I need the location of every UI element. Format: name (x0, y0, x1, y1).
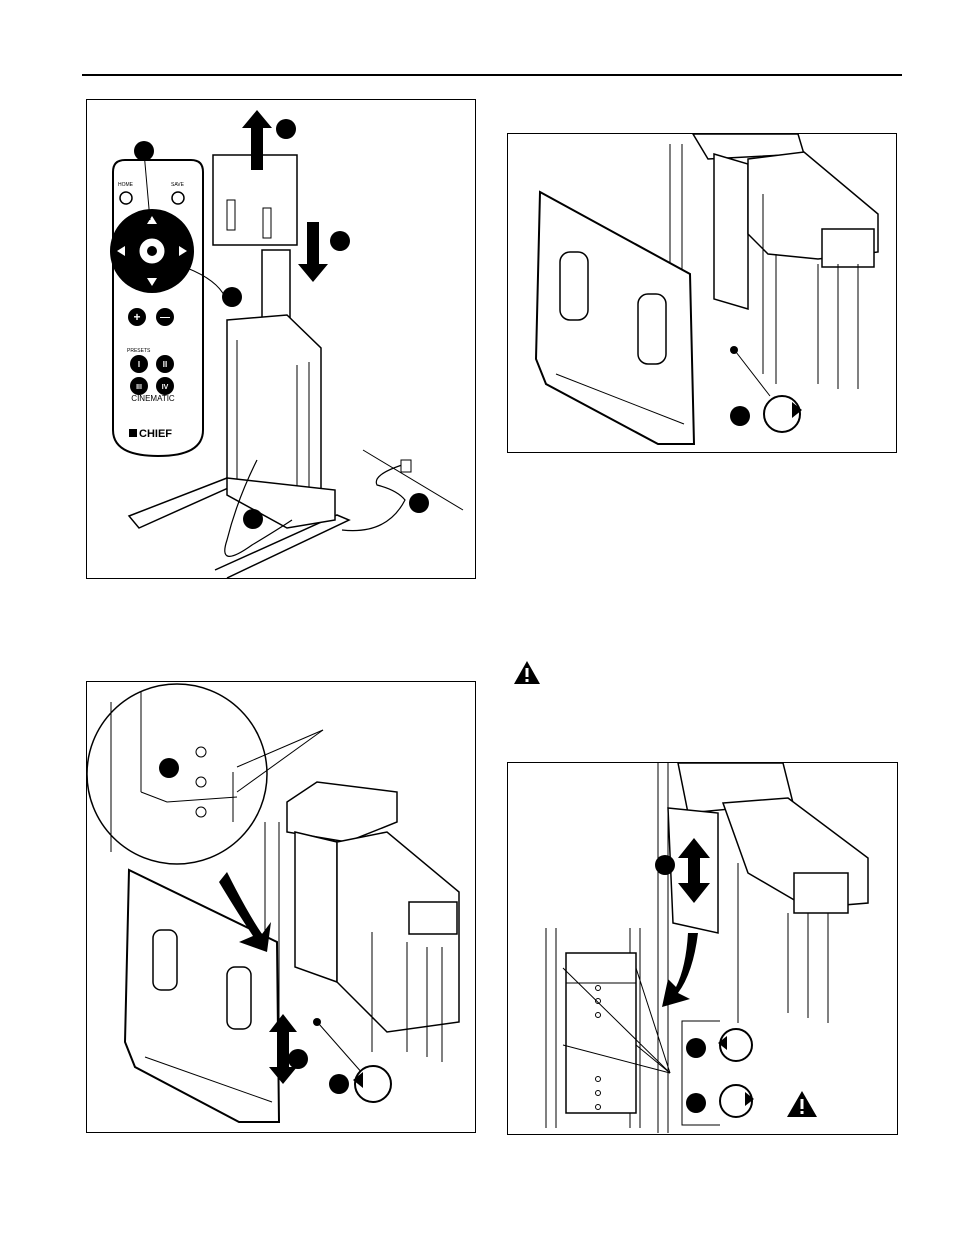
warning-icon (513, 660, 541, 685)
arrow-down-icon (298, 222, 328, 282)
preset-1-label: I (138, 360, 140, 369)
callout-detail (159, 758, 179, 778)
callout-2 (222, 287, 242, 307)
callout-10 (655, 855, 675, 875)
curved-arrow-icon (662, 933, 698, 1007)
plus-label: + (133, 310, 140, 324)
callout-3 (243, 509, 263, 529)
callout-12 (686, 1093, 706, 1113)
figure-shelf-attach (507, 762, 898, 1135)
minus-label: — (160, 312, 170, 323)
callout-5 (276, 119, 296, 139)
save-button (172, 192, 184, 204)
figure-shelf-attach-drawing (508, 763, 897, 1134)
preset-4-label: IV (162, 384, 169, 391)
figure-remote-stand-drawing: HOME SAVE + — PRESETS I II III IV CINEMA… (87, 100, 475, 578)
figure-remote-stand: HOME SAVE + — PRESETS I II III IV CINEMA… (86, 99, 476, 579)
outlet (401, 460, 411, 472)
home-label: HOME (118, 182, 134, 188)
preset-3-label: III (136, 384, 142, 391)
mount-plate (125, 870, 279, 1122)
header-rule (82, 74, 902, 76)
stand-foot-left (129, 478, 237, 528)
callout-4 (409, 493, 429, 513)
callout-9 (730, 406, 750, 426)
save-label: SAVE (171, 182, 185, 188)
figure-plate-attach-drawing (87, 682, 475, 1132)
preset-2-label: II (163, 360, 167, 369)
callout-8 (329, 1074, 349, 1094)
product-label: CINEMATIC (131, 394, 175, 403)
callout-7 (288, 1049, 308, 1069)
warning-icon (787, 1091, 817, 1117)
home-button (120, 192, 132, 204)
brand-logo-icon (129, 429, 137, 437)
figure-plate-secure-drawing (508, 134, 896, 452)
presets-label: PRESETS (127, 348, 151, 354)
power-cable (342, 465, 405, 531)
callout-6 (330, 231, 350, 251)
figure-plate-attach (86, 681, 476, 1133)
brand-label: CHIEF (139, 428, 172, 440)
stand-column (227, 315, 321, 505)
callout-1 (134, 141, 154, 161)
figure-plate-secure (507, 133, 897, 453)
callout-11 (686, 1038, 706, 1058)
